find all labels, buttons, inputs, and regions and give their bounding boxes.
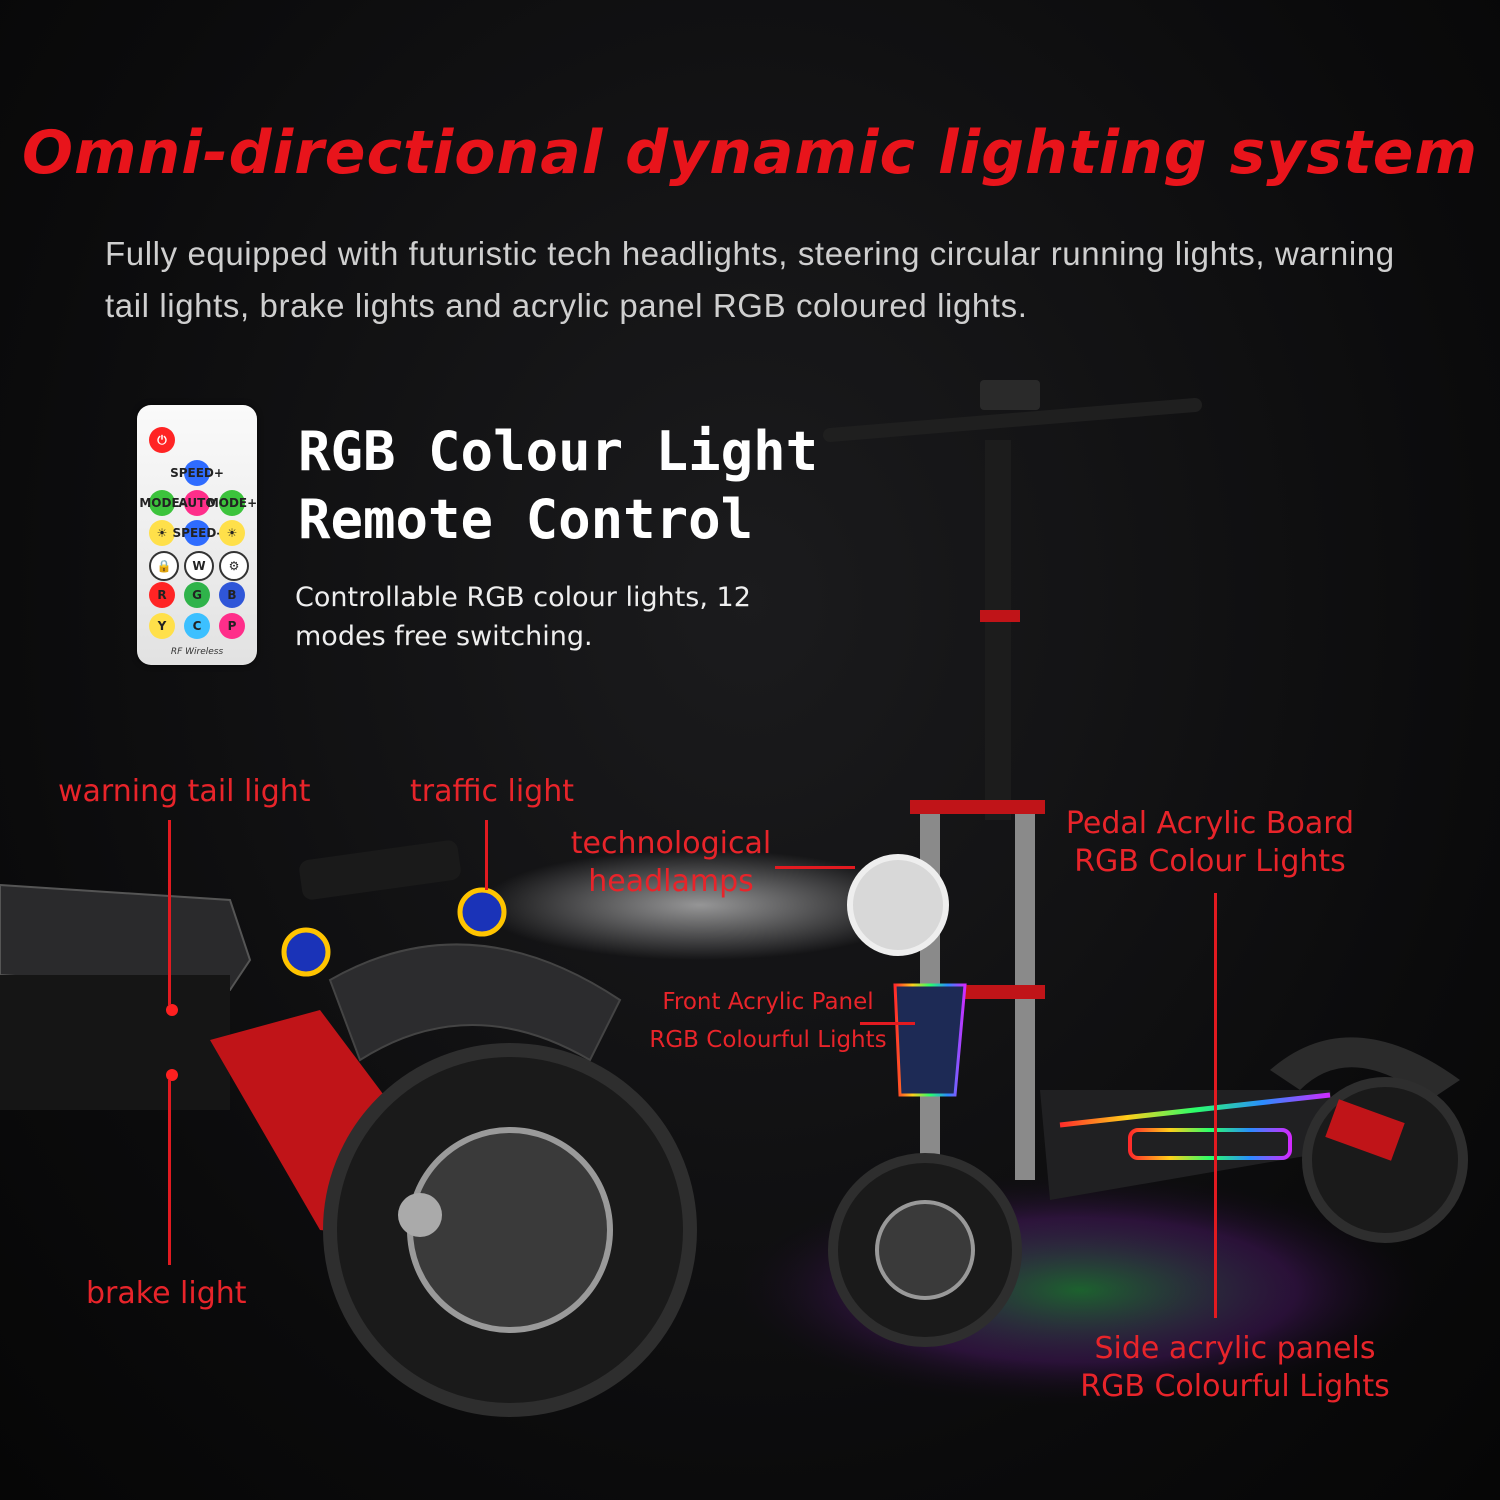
power-icon: ⏻ — [149, 427, 175, 453]
callout-technological-headlamps: technological headlamps — [566, 825, 776, 901]
rear-deck-body — [0, 975, 230, 1110]
callout-pedal-line1: Pedal Acrylic Board — [1065, 806, 1355, 841]
callout-side-line1: Side acrylic panels — [1094, 1331, 1376, 1366]
leader-line-pedal-side — [1214, 893, 1217, 1318]
callout-headlamps-line1: technological — [570, 826, 772, 861]
rear-right-tire — [1302, 1077, 1468, 1243]
leader-line-brake — [168, 1080, 171, 1265]
rear-hub — [398, 1193, 442, 1237]
callout-side-acrylic-panels: Side acrylic panels RGB Colourful Lights — [1075, 1330, 1395, 1406]
leader-line-warning-tail — [168, 820, 171, 1005]
rear-fender — [328, 943, 622, 1062]
rear-right-arm — [1325, 1099, 1405, 1161]
handlebar — [823, 398, 1202, 442]
remote-feature-title: RGB Colour Light Remote Control — [298, 418, 858, 554]
remote-button: Y — [149, 613, 175, 639]
callout-headlamps-line2: headlamps — [588, 864, 754, 899]
remote-button: B — [219, 582, 245, 608]
rear-deck — [0, 883, 252, 992]
fork-clamp — [910, 800, 1045, 814]
side-rgb-panel — [1128, 1128, 1292, 1160]
callout-traffic-light: traffic light — [410, 774, 575, 809]
page-title: Omni-directional dynamic lighting system — [21, 118, 1479, 188]
callout-warning-tail-light: warning tail light — [58, 774, 311, 809]
callout-front-acrylic-panel: Front Acrylic Panel RGB Colourful Lights — [648, 983, 888, 1059]
remote-button: P — [219, 613, 245, 639]
remote-feature-description: Controllable RGB colour lights, 12 modes… — [295, 582, 751, 652]
traffic-light-ring — [457, 887, 507, 937]
stem-clamp — [980, 610, 1020, 622]
remote-button: AUTO — [178, 490, 216, 516]
remote-control: ⏻ SPEED+ MODE- AUTO MODE+ ☀ SPEED- ☀ 🔒 W… — [137, 405, 257, 665]
remote-button: ☀ — [149, 520, 175, 546]
headlamp-beam — [480, 850, 920, 960]
remote-button: 🔒 — [149, 551, 179, 581]
remote-button: G — [184, 582, 210, 608]
callout-front-acrylic-line1: Front Acrylic Panel — [662, 989, 874, 1015]
callout-brake-light: brake light — [86, 1276, 247, 1311]
remote-button: C — [184, 613, 210, 639]
remote-button: ☀ — [219, 520, 245, 546]
callout-pedal-line2: RGB Colour Lights — [1074, 844, 1346, 879]
remote-button: W — [184, 551, 214, 581]
remote-button: SPEED- — [173, 520, 222, 546]
display — [980, 380, 1040, 410]
remote-button: SPEED+ — [170, 460, 224, 486]
rf-wireless-label: RF Wireless — [170, 647, 224, 657]
callout-pedal-acrylic-board: Pedal Acrylic Board RGB Colour Lights — [1060, 805, 1360, 881]
remote-button: MODE- — [139, 490, 185, 516]
brake-light-led — [166, 1004, 178, 1016]
traffic-light-ring — [281, 927, 331, 977]
remote-feature-title-line2: Remote Control — [298, 488, 754, 551]
headlamp — [847, 854, 949, 956]
leader-line-front-acrylic — [860, 1022, 915, 1025]
deck-rgb-strip — [1059, 1092, 1331, 1128]
remote-feature-title-line1: RGB Colour Light — [298, 420, 819, 483]
callout-front-acrylic-line2: RGB Colourful Lights — [649, 1027, 887, 1053]
tail-plate — [299, 840, 461, 900]
remote-button: ⚙ — [219, 551, 249, 581]
remote-button: R — [149, 582, 175, 608]
front-disc — [875, 1200, 975, 1300]
leader-line-traffic — [485, 820, 488, 890]
brake-light-led — [166, 1069, 178, 1081]
callout-side-line2: RGB Colourful Lights — [1080, 1369, 1390, 1404]
leader-line-headlamps — [775, 866, 855, 869]
feature-description: Fully equipped with futuristic tech head… — [105, 235, 1395, 324]
remote-button: MODE+ — [207, 490, 257, 516]
front-acrylic-panel — [893, 983, 967, 1097]
stem — [985, 440, 1011, 820]
rear-disc — [407, 1127, 613, 1333]
